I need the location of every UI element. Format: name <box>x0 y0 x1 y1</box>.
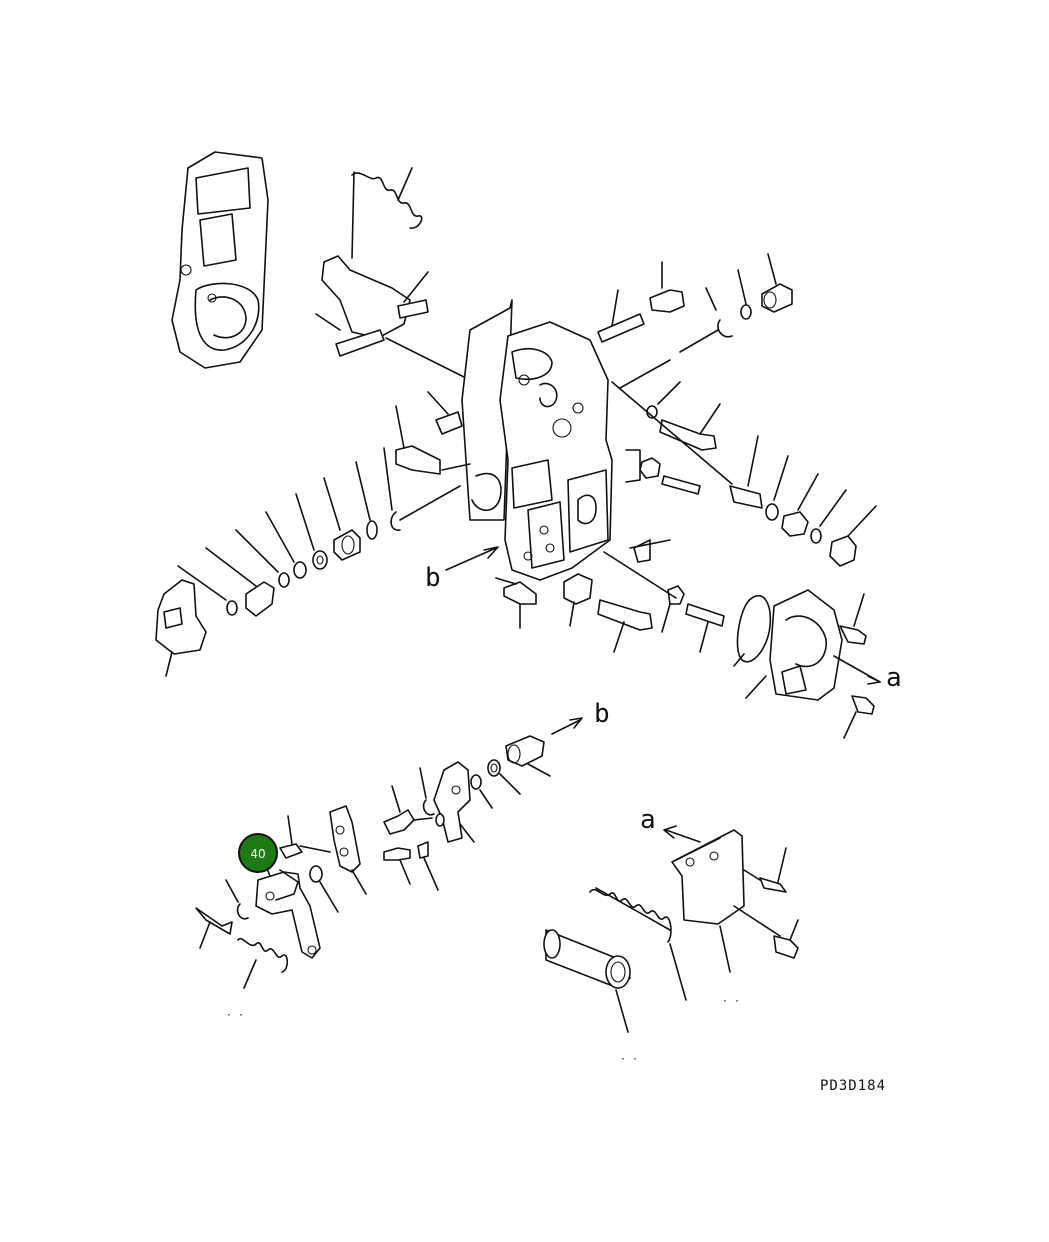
oring-left <box>355 461 378 540</box>
collar-left <box>323 477 361 561</box>
plug-top <box>761 253 793 313</box>
marker-a-bottom: a <box>640 805 656 835</box>
washer-mid-bottom <box>435 813 445 827</box>
adjust-bolt-r <box>729 435 763 509</box>
washer-bottom1 <box>487 759 521 795</box>
clip-bottom-left <box>225 879 249 920</box>
stud-r <box>661 475 701 495</box>
bracket-left <box>155 579 207 677</box>
fragment-tick-1: · · <box>226 1010 244 1021</box>
cover-right <box>745 589 843 701</box>
clip-mid-bottom <box>419 767 435 816</box>
reference-code: PD3D184 <box>820 1078 886 1094</box>
view-marker-a-right: a <box>833 655 902 693</box>
washer-left2 <box>235 529 290 588</box>
bolt-cover-bottom <box>843 695 875 739</box>
gear-housing <box>171 151 269 369</box>
pin <box>597 289 645 343</box>
bolt-mid-bottom <box>383 785 433 835</box>
bolt-lower <box>495 577 537 629</box>
fragment-tick-3: · · <box>620 1054 638 1065</box>
link-plate <box>329 805 367 895</box>
view-marker-a-bottom: a <box>640 805 701 843</box>
washer-bottom3 <box>309 865 339 913</box>
washer-left3 <box>177 565 238 616</box>
snap-ring <box>705 287 733 338</box>
cap-nut-r <box>829 505 877 567</box>
callout-number: 40 <box>250 847 265 861</box>
screw-mid-bottom <box>383 847 411 885</box>
pin-bottom-left <box>195 907 233 949</box>
u-bracket <box>671 829 781 973</box>
spring-bottom-left <box>237 937 289 989</box>
governor-lever <box>315 255 471 381</box>
tube-bottom-right <box>543 929 631 1033</box>
cam-lever <box>433 761 475 843</box>
sleeve-lower <box>563 573 593 627</box>
marker-b-right: b <box>594 699 610 729</box>
marker-b-left: b <box>425 563 441 593</box>
bolt-left-top <box>427 391 463 435</box>
pin-mid-bottom <box>417 841 439 891</box>
bolt-bracket-2 <box>773 919 799 959</box>
washer-r3 <box>810 489 847 544</box>
snap-ring-left <box>383 447 401 531</box>
view-marker-b-right: b <box>551 699 610 735</box>
callout-circle[interactable] <box>238 833 278 873</box>
washer-small <box>737 269 752 320</box>
main-housing <box>461 299 613 581</box>
bolt-left-mid <box>395 405 441 475</box>
washer-left1 <box>265 511 307 579</box>
bearing-left <box>295 493 328 570</box>
shaft-bolt-lower <box>597 599 653 653</box>
gasket-right <box>733 595 772 667</box>
washer-r2 <box>765 455 789 521</box>
washer-bottom2 <box>470 774 493 809</box>
bolt-cover-top <box>839 593 867 645</box>
stop-bolt-bottom <box>279 815 303 859</box>
fragment-tick-2: · · <box>722 996 740 1007</box>
nut-lower <box>661 585 685 633</box>
bolt-top <box>649 261 685 313</box>
washer-r1 <box>646 381 681 419</box>
stud-lower <box>685 603 725 653</box>
bell-crank <box>255 865 321 959</box>
bushing-left <box>205 547 275 617</box>
long-bolt-r <box>659 403 721 451</box>
marker-a-right: a <box>886 663 902 693</box>
top-spring <box>351 167 423 259</box>
view-marker-b-left: b <box>425 546 499 593</box>
spring-bottom-right <box>589 887 687 1001</box>
nut-r <box>639 457 661 479</box>
cam-collar <box>505 735 551 777</box>
bolt-bracket-1 <box>759 847 787 893</box>
callout-badge-40[interactable]: 40 <box>238 833 278 873</box>
nut-r2 <box>781 473 819 537</box>
